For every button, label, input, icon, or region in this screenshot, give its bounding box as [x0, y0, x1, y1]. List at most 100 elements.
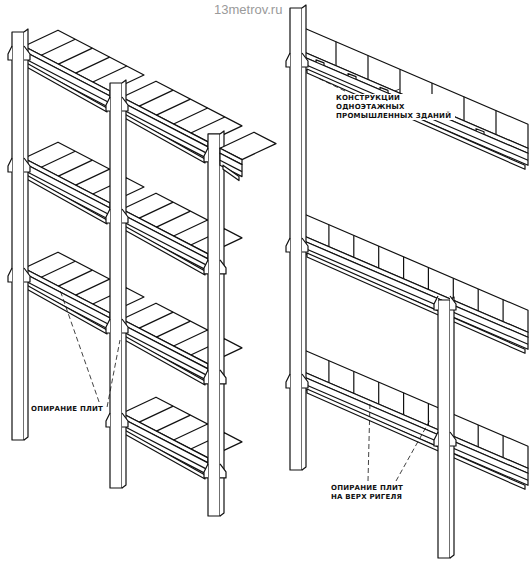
column-console [106, 97, 110, 111]
slab-joint [328, 225, 329, 247]
crossbar-ledge [24, 280, 110, 325]
slab-joint [76, 57, 110, 73]
slab-joint [58, 48, 92, 64]
slab-joint [328, 361, 329, 383]
column-console [204, 260, 208, 274]
crossbar-flange [307, 389, 525, 489]
column-console [302, 238, 308, 252]
column-console [106, 413, 110, 427]
crossbar-flange [125, 226, 205, 275]
column-console [434, 296, 438, 310]
column-console [450, 296, 456, 310]
crossbar-ledge [122, 221, 208, 266]
column-console [450, 432, 456, 446]
crossbar-flange [27, 175, 107, 224]
slab-edge [304, 372, 528, 473]
slab-joint [156, 321, 190, 337]
slab-joint [174, 424, 208, 440]
column-side [24, 29, 28, 440]
column-console [204, 464, 208, 478]
slab-joint [58, 160, 92, 176]
slab-joint [58, 270, 92, 286]
crossbar [304, 241, 528, 349]
column-console [434, 432, 438, 446]
column-console [204, 148, 208, 162]
crossbar-ledge [122, 109, 208, 154]
crossbar-ledge [304, 64, 528, 160]
column-console [122, 209, 128, 223]
slab-joint [139, 90, 173, 106]
slab-joint [156, 99, 190, 115]
crossbar [122, 214, 208, 271]
crossbar [304, 57, 528, 165]
column-console [302, 53, 308, 67]
slab-joint [335, 42, 336, 66]
crossbar-ledge [122, 425, 208, 470]
column-console [122, 97, 128, 111]
slab-joint [367, 56, 368, 80]
slab-joint [139, 406, 173, 422]
slab-edge [304, 52, 528, 153]
leader-line [107, 340, 120, 407]
column-console [24, 46, 30, 60]
crossbar-ledge [24, 58, 110, 103]
slab-joint [495, 111, 496, 135]
slab-joint [428, 268, 429, 290]
watermark: 13metrov.ru [214, 2, 282, 17]
column-console [8, 46, 12, 60]
column-console [204, 370, 208, 384]
crossbar-flange [307, 253, 525, 353]
leader-line [395, 88, 402, 91]
column-console [8, 268, 12, 282]
slab-edge [304, 236, 528, 337]
slab-joint [174, 220, 208, 236]
crossbar-flange [125, 336, 205, 385]
column [110, 83, 122, 488]
slab-joint [503, 436, 504, 458]
slab-joint [463, 97, 464, 121]
slab-joint [76, 169, 110, 185]
crossbar-ledge [304, 384, 528, 480]
column-console [286, 53, 290, 67]
crossbar-ledge [304, 248, 528, 344]
crossbar-flange [27, 63, 107, 112]
column-console [286, 238, 290, 252]
column-console [286, 374, 290, 388]
slab-joint [156, 415, 190, 431]
slab-joint [41, 39, 75, 55]
note-label: ОПИРАНИЕ ПЛИТ [30, 405, 104, 414]
column-console [302, 374, 308, 388]
slab-joint [41, 151, 75, 167]
column-side [450, 297, 454, 558]
crossbar-flange [125, 430, 205, 479]
slab-joint [503, 300, 504, 322]
crossbar [122, 102, 208, 159]
crossbar [24, 51, 110, 108]
column-console [122, 319, 128, 333]
slab-joint [378, 246, 379, 268]
slab-joint [399, 69, 400, 93]
slab-joint [191, 117, 225, 133]
crossbar [122, 324, 208, 381]
slab-joint [93, 66, 127, 82]
crossbar [304, 377, 528, 485]
crossbar-flange [307, 69, 525, 169]
column-console [8, 158, 12, 172]
slab-joint [378, 382, 379, 404]
note-label: ОПИРАНИЕ ПЛИТ НА ВЕРХ РИГЕЛЯ [330, 484, 406, 502]
crossbar-ledge [122, 331, 208, 376]
leader-line [318, 78, 345, 91]
column-side [302, 5, 306, 470]
column-console [220, 370, 226, 384]
slab-joint [403, 257, 404, 279]
column-console [106, 209, 110, 223]
crossbar [122, 418, 208, 475]
column-console [122, 413, 128, 427]
leader-line [368, 402, 370, 481]
column-console [106, 319, 110, 333]
column-console [220, 464, 226, 478]
crossbar-flange [223, 165, 239, 180]
slab-joint [41, 261, 75, 277]
crossbar [24, 273, 110, 330]
